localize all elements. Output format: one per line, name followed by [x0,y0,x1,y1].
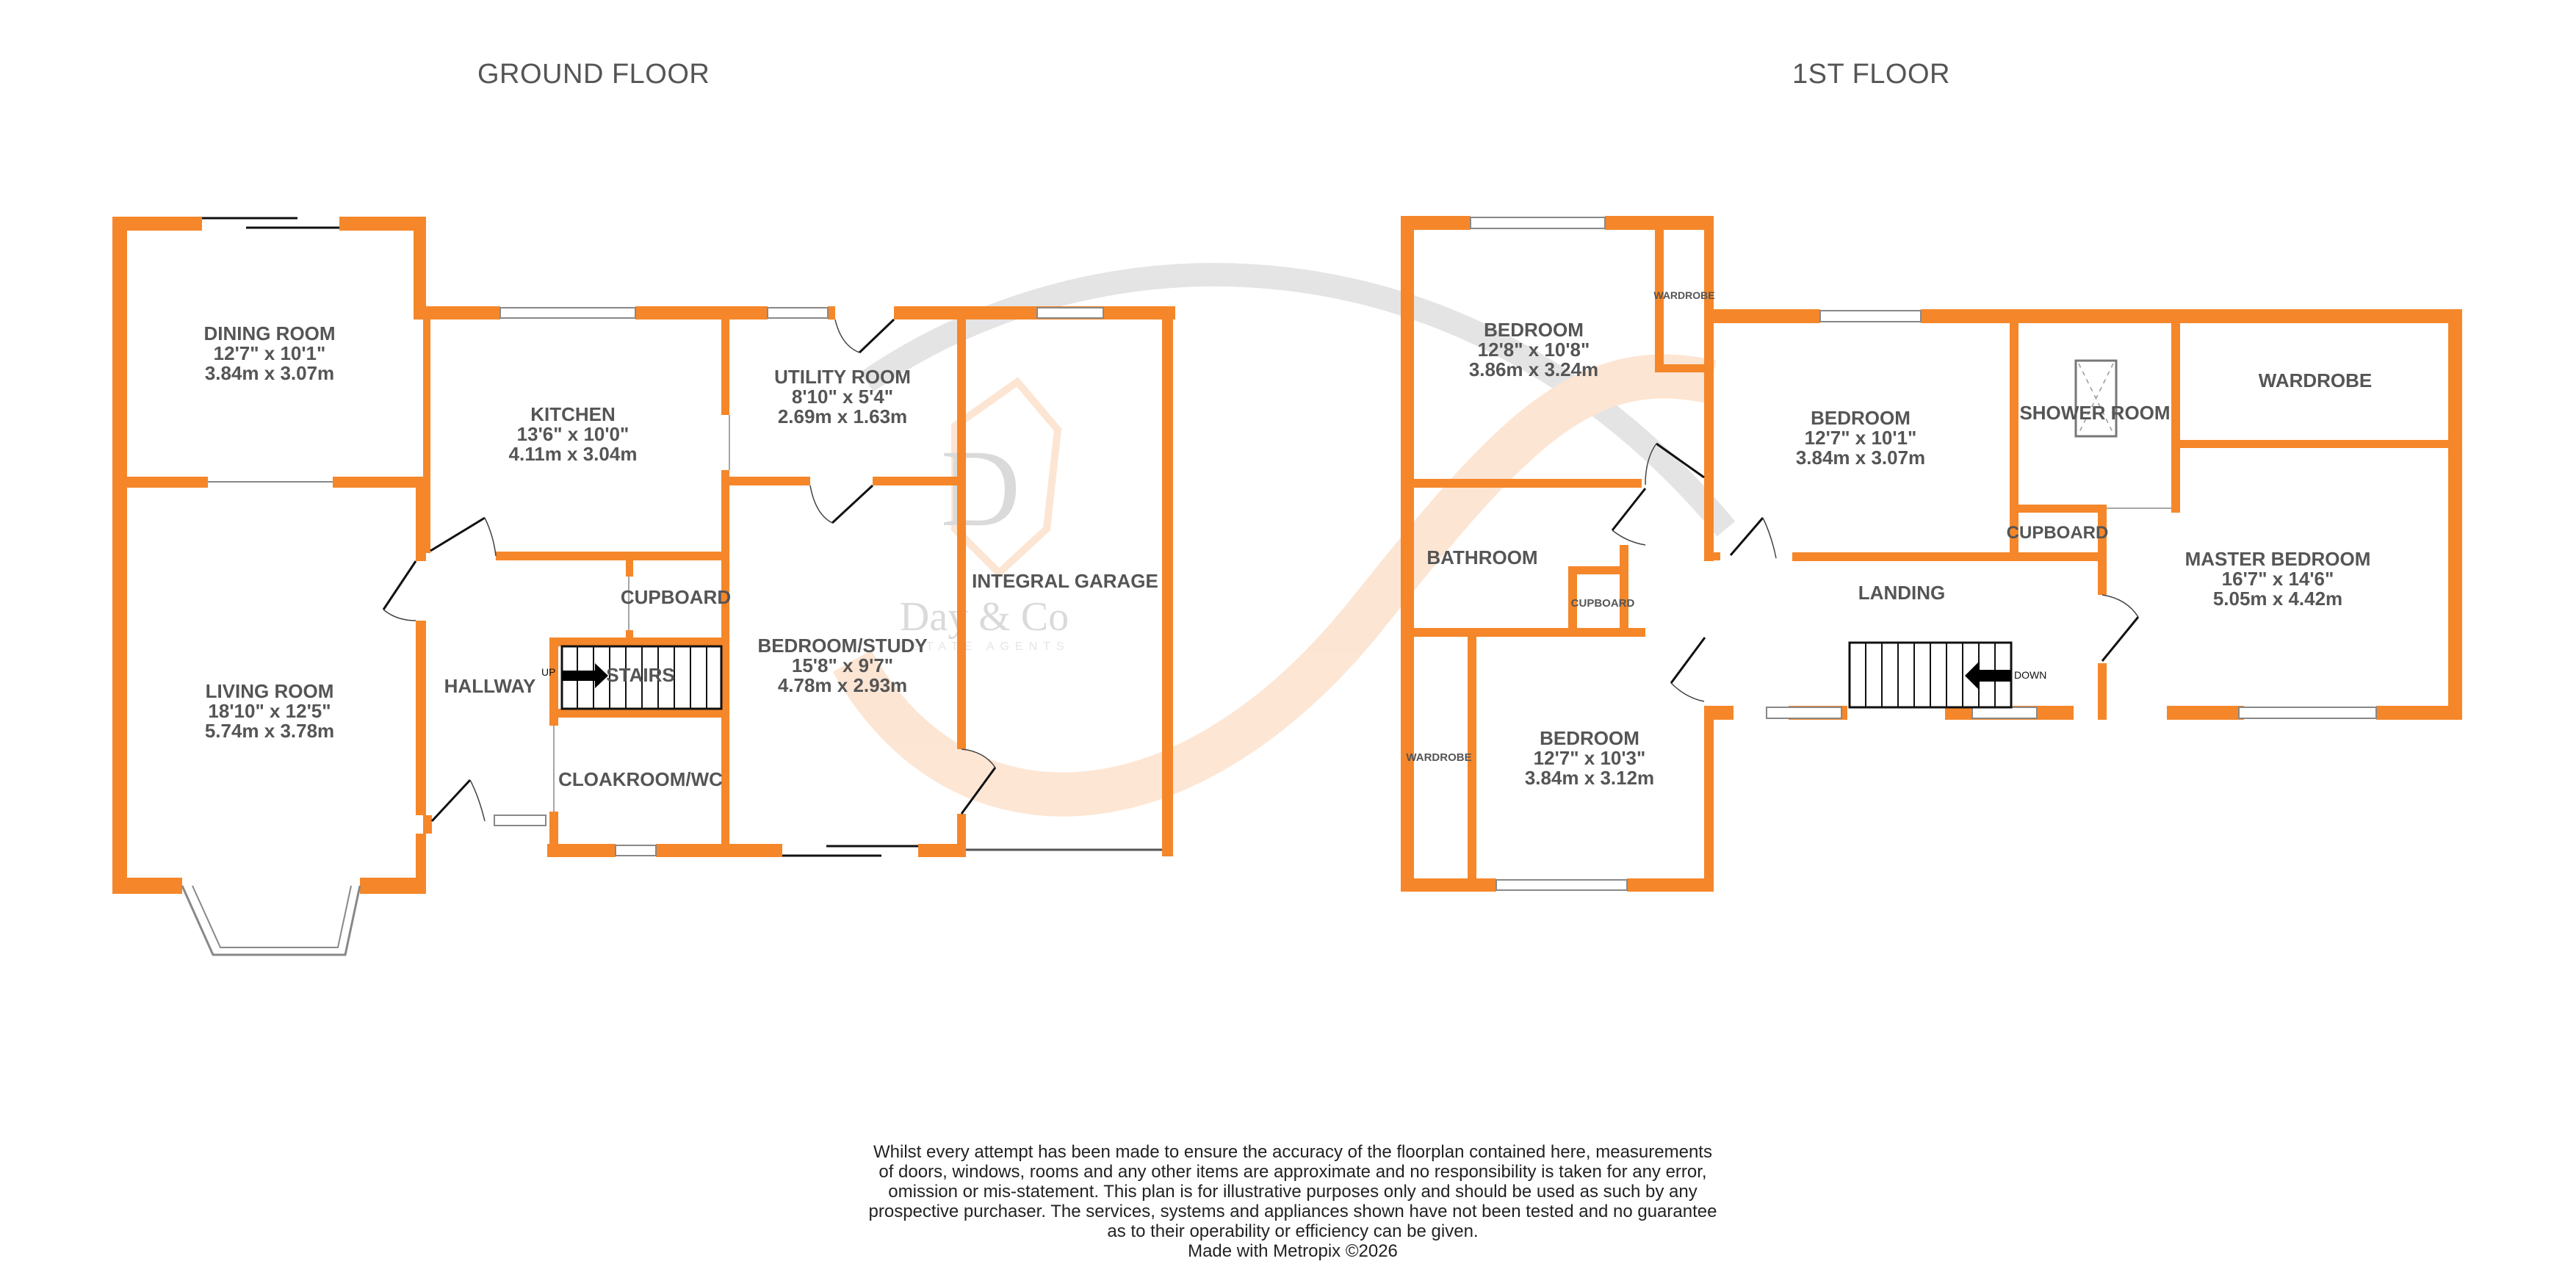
room-wardrobe-1: WARDROBE [1653,289,1714,301]
watermark-shield-icon [951,377,1062,578]
room-bedroom-2: BEDROOM 12'7" x 10'1" 3.84m x 3.07m [1796,407,1925,469]
room-kitchen: KITCHEN 13'6" x 10'0" 4.11m x 3.04m [509,403,638,465]
disclaimer: Whilst every attempt has been made to en… [845,1142,1741,1261]
watermark: D Day & Co ESTATE AGENTS [832,263,1736,817]
skylight-icon [2074,359,2118,438]
metropix-credit: Made with Metropix ©2026 [1188,1241,1398,1261]
ground-floor-doors [202,217,1162,857]
room-integral-garage: INTEGRAL GARAGE [972,570,1158,592]
ground-stairs [560,645,723,710]
watermark-monogram: D [941,427,1020,549]
room-bathroom: BATHROOM [1426,546,1537,568]
ground-floor-title: GROUND FLOOR [477,59,710,90]
first-floor-stairs [1848,641,2013,709]
svg-text:18'10" x 12'5": 18'10" x 12'5" [208,700,331,722]
svg-text:3.86m x 3.24m: 3.86m x 3.24m [1469,358,1598,380]
disclaimer-line: of doors, windows, rooms and any other i… [878,1162,1707,1182]
svg-text:3.84m x 3.12m: 3.84m x 3.12m [1525,767,1654,789]
room-wardrobe-3: WARDROBE [1406,751,1471,764]
watermark-subtitle: ESTATE AGENTS [898,640,1069,653]
room-hallway: HALLWAY [444,675,536,697]
watermark-grey-swoosh [859,263,1736,537]
room-living: LIVING ROOM 18'10" x 12'5" 5.74m x 3.78m [205,680,334,742]
ground-floor-walls [112,217,1175,894]
room-cupboard-1: CUPBOARD [2007,523,2109,543]
stairs-down-label: DOWN [2014,669,2046,681]
svg-text:13'6" x 10'0": 13'6" x 10'0" [517,423,629,445]
svg-text:BEDROOM: BEDROOM [1484,319,1584,341]
svg-text:12'8" x 10'8": 12'8" x 10'8" [1478,339,1590,361]
first-floor-windows [1470,217,2377,891]
svg-text:LIVING ROOM: LIVING ROOM [206,680,334,702]
svg-text:DINING ROOM: DINING ROOM [203,322,335,344]
first-floor-title: 1ST FLOOR [1792,59,1950,90]
disclaimer-line: Whilst every attempt has been made to en… [873,1142,1712,1162]
disclaimer-line: prospective purchaser. The services, sys… [868,1202,1717,1221]
svg-text:15'8" x 9'7": 15'8" x 9'7" [792,654,893,676]
svg-text:4.78m x 2.93m: 4.78m x 2.93m [778,674,907,696]
first-floor-doors [1611,442,2140,702]
room-dining: DINING ROOM 12'7" x 10'1" 3.84m x 3.07m [203,322,335,384]
svg-text:5.74m x 3.78m: 5.74m x 3.78m [205,720,334,742]
svg-text:BEDROOM: BEDROOM [1540,727,1639,749]
room-master-bedroom: MASTER BEDROOM 16'7" x 14'6" 5.05m x 4.4… [2185,548,2371,610]
room-bedroom-3: BEDROOM 12'7" x 10'3" 3.84m x 3.12m [1525,727,1654,789]
svg-text:12'7" x 10'1": 12'7" x 10'1" [1805,427,1917,449]
room-cloakroom-wc: CLOAKROOM/WC [558,768,723,790]
ground-floor-windows [181,307,1104,956]
room-landing: LANDING [1858,582,1945,604]
cloakroom-window [615,845,657,856]
svg-text:MASTER BEDROOM: MASTER BEDROOM [2185,548,2371,570]
svg-text:8'10" x 5'4": 8'10" x 5'4" [792,386,893,408]
svg-text:UTILITY ROOM: UTILITY ROOM [774,366,911,388]
room-stairs: STAIRS [606,664,674,686]
svg-text:BEDROOM: BEDROOM [1811,407,1911,429]
room-bedroom-1: BEDROOM 12'8" x 10'8" 3.86m x 3.24m [1469,319,1598,380]
stairs-up-arrow-icon [562,663,608,688]
room-cupboard-ground: CUPBOARD [621,586,731,608]
svg-text:4.11m x 3.04m: 4.11m x 3.04m [509,443,638,465]
room-bedroom-study: BEDROOM/STUDY 15'8" x 9'7" 4.78m x 2.93m [757,635,927,696]
svg-text:5.05m x 4.42m: 5.05m x 4.42m [2213,588,2342,610]
watermark-orange-swoosh [832,354,1717,817]
svg-text:3.84m x 3.07m: 3.84m x 3.07m [205,362,334,384]
room-utility: UTILITY ROOM 8'10" x 5'4" 2.69m x 1.63m [774,366,911,427]
room-shower-room: SHOWER ROOM [2019,402,2170,424]
watermark-brand: Day & Co [900,594,1069,640]
room-wardrobe-2: WARDROBE [2259,369,2373,391]
disclaimer-line: omission or mis-statement. This plan is … [888,1182,1698,1202]
room-cupboard-2: CUPBOARD [1571,597,1635,610]
svg-text:3.84m x 3.07m: 3.84m x 3.07m [1796,447,1925,469]
svg-text:2.69m x 1.63m: 2.69m x 1.63m [778,405,907,427]
kitchen-window [499,307,636,319]
svg-text:16'7" x 14'6": 16'7" x 14'6" [2222,568,2334,590]
stairs-down-arrow-icon [1965,661,2011,690]
svg-text:12'7" x 10'3": 12'7" x 10'3" [1534,747,1646,769]
stairs-up-label: UP [541,666,555,678]
utility-window [767,307,829,319]
disclaimer-line: as to their operability or efficiency ca… [1107,1221,1479,1241]
front-step [494,815,546,826]
svg-text:12'7" x 10'1": 12'7" x 10'1" [214,342,326,364]
garage-window [1036,307,1104,319]
svg-text:BEDROOM/STUDY: BEDROOM/STUDY [757,635,927,657]
svg-text:KITCHEN: KITCHEN [530,403,616,425]
